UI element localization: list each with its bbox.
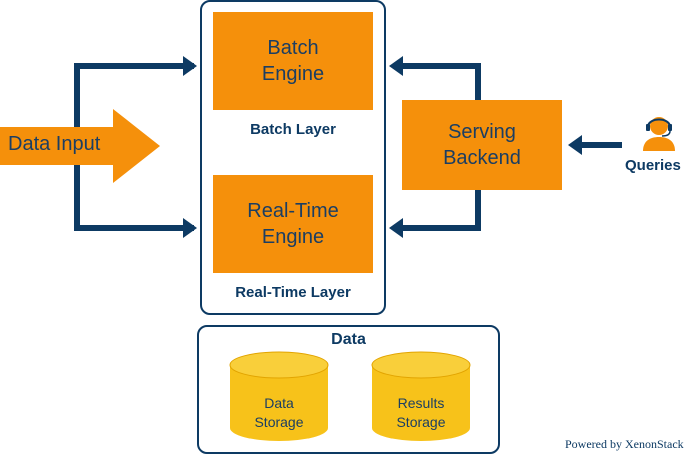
results-storage-cylinder <box>371 351 471 441</box>
arrowhead-from-serving-to-realtime <box>389 218 403 238</box>
user-headset-icon <box>643 117 675 151</box>
data-section-title: Data <box>331 331 366 348</box>
queries-label: Queries <box>625 157 681 174</box>
results-storage-label-line2: Storage <box>396 414 446 430</box>
realtime-layer-label: Real-Time Layer <box>235 284 351 301</box>
powered-by-footer: Powered by XenonStack <box>565 437 684 451</box>
data-storage-cylinder <box>229 351 329 441</box>
data-storage-label-line1: Data <box>264 395 294 411</box>
arrowhead-to-serving <box>568 135 582 155</box>
arrowhead-to-batch <box>183 56 197 76</box>
batch-engine-box: Batch Engine <box>213 12 373 110</box>
batch-engine-label-line1: Batch <box>267 37 319 59</box>
batch-layer-label: Batch Layer <box>250 121 336 138</box>
data-input-label: Data Input <box>8 133 101 155</box>
realtime-engine-box: Real-Time Engine <box>213 175 373 273</box>
serving-backend-box: Serving Backend <box>402 100 562 190</box>
serving-backend-label-line2: Backend <box>443 147 521 169</box>
data-input-arrow <box>0 109 160 183</box>
serving-to-realtime-connector <box>402 190 481 231</box>
batch-engine-label-line2: Engine <box>261 63 325 85</box>
data-section-frame <box>197 325 500 454</box>
data-storage-label: Data Storage <box>229 394 329 432</box>
results-storage-label: Results Storage <box>371 394 471 432</box>
serving-backend-label-line1: Serving <box>448 121 516 143</box>
realtime-engine-label-line2: Engine <box>261 226 325 248</box>
results-storage-label-line1: Results <box>397 395 445 411</box>
serving-to-batch-connector <box>402 63 481 100</box>
processing-layers-frame <box>200 0 386 315</box>
data-storage-label-line2: Storage <box>254 414 304 430</box>
arrowhead-from-serving-to-batch <box>389 56 403 76</box>
realtime-engine-label-line1: Real-Time <box>247 200 339 222</box>
arrowhead-to-realtime <box>183 218 197 238</box>
